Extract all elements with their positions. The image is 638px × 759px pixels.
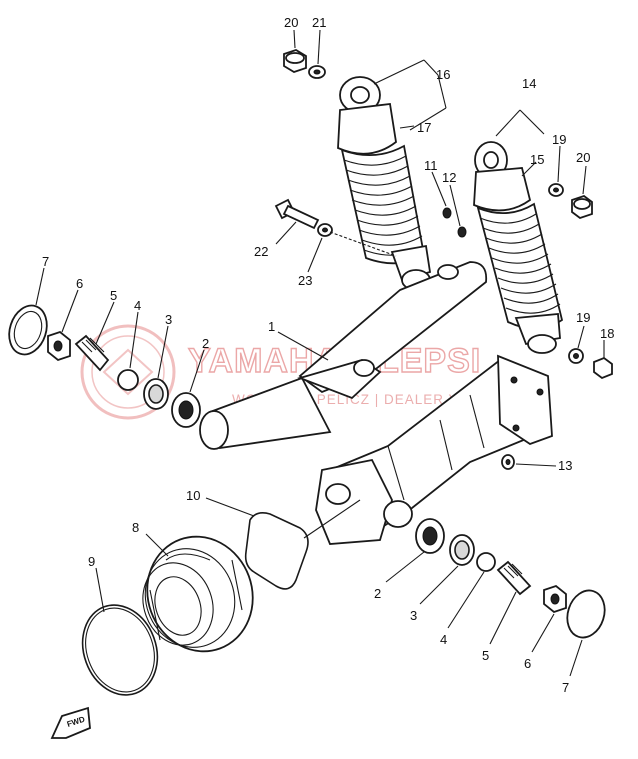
callout-6-left: 6: [76, 276, 83, 291]
swing-arm-boss: [353, 359, 375, 377]
callout-13: 13: [558, 458, 572, 473]
nut-18: [593, 356, 613, 380]
callout-19-lower-right: 19: [576, 310, 590, 325]
cap-7-right: [566, 589, 606, 639]
swing-arm-pivot-tube: [208, 376, 332, 450]
callout-7-right: 7: [562, 680, 569, 695]
swing-arm-pivot-end: [199, 410, 229, 450]
bolt-13: [501, 454, 515, 470]
nut-20-upper-left: [283, 49, 307, 73]
washer-23: [317, 223, 333, 237]
callout-3-right: 3: [410, 608, 417, 623]
callout-4-left: 4: [134, 298, 141, 313]
shock-right-spring: [476, 202, 564, 330]
watermark-logo-ring: [80, 324, 176, 420]
o-ring-9: [81, 604, 159, 696]
collar-4-right: [476, 552, 496, 572]
pivot-shaft-5-left: [74, 334, 110, 372]
swing-arm-shock-mount-left: [437, 264, 459, 280]
oil-seal-3-left: [143, 378, 169, 410]
washer-12: [457, 226, 467, 238]
bolt-22: [274, 198, 320, 230]
callout-numbers: 20 21 16 17 14 15 19 20 11 12 22 23 7 6 …: [42, 15, 614, 695]
callout-21: 21: [312, 15, 326, 30]
bolt-11: [442, 207, 452, 219]
callout-2-right: 2: [374, 586, 381, 601]
swing-arm-bearing-bore: [383, 500, 413, 528]
callout-17: 17: [417, 120, 431, 135]
nut-20-upper-right: [571, 194, 593, 220]
bearing-2-right: [415, 518, 445, 554]
washer-19-upper-right: [548, 183, 564, 197]
callout-7-left: 7: [42, 254, 49, 269]
swing-arm: [199, 261, 553, 545]
rear-shock-absorber-right: [473, 141, 564, 354]
swing-arm-rear-flange: [315, 458, 393, 545]
cap-7-left: [8, 304, 48, 356]
callout-16: 16: [436, 67, 450, 82]
callout-20-upper-right: 20: [576, 150, 590, 165]
leader-lines: [35, 29, 605, 677]
shock-left-cover: [337, 103, 397, 155]
callout-8: 8: [132, 520, 139, 535]
callout-11: 11: [424, 158, 438, 173]
washer-19-lower-right: [568, 348, 584, 364]
callout-20-upper-left: 20: [284, 15, 298, 30]
washer-21: [308, 65, 326, 79]
shock-right-top-eye-hole: [483, 151, 499, 169]
callout-19-upper-right: 19: [552, 132, 566, 147]
rear-shock-absorber-left: [337, 76, 432, 291]
collar-4-left: [117, 369, 139, 391]
oil-seal-3-right: [449, 534, 475, 566]
fwd-arrow-badge: FWD: [50, 706, 91, 739]
shock-right-cover: [473, 167, 532, 212]
callout-3-left: 3: [165, 312, 172, 327]
callout-12: 12: [442, 170, 456, 185]
gasket-10: [244, 512, 309, 590]
shock-left-spring: [340, 144, 425, 265]
callout-5-left: 5: [110, 288, 117, 303]
nut-6-right: [543, 584, 567, 614]
callout-10: 10: [186, 488, 200, 503]
callout-22: 22: [254, 244, 268, 259]
callout-6-right: 6: [524, 656, 531, 671]
callout-2-left: 2: [202, 336, 209, 351]
callout-18: 18: [600, 326, 614, 341]
callout-15: 15: [530, 152, 544, 167]
callout-5-right: 5: [482, 648, 489, 663]
pivot-shaft-5-right: [496, 560, 532, 596]
callout-1: 1: [268, 319, 275, 334]
callout-14: 14: [522, 76, 536, 91]
callout-23: 23: [298, 273, 312, 288]
watermark-logo-inner-ring: [91, 335, 165, 409]
rubber-boot-8: [142, 535, 254, 653]
swing-arm-flange-hole: [325, 483, 351, 505]
callout-4-right: 4: [440, 632, 447, 647]
bearing-2-left: [171, 392, 201, 428]
shock-left-top-eye-hole: [350, 86, 370, 104]
fwd-arrow-icon: [50, 706, 91, 739]
shock-right-bottom-eye: [527, 334, 557, 354]
callout-9: 9: [88, 554, 95, 569]
nut-6-left: [47, 330, 71, 362]
